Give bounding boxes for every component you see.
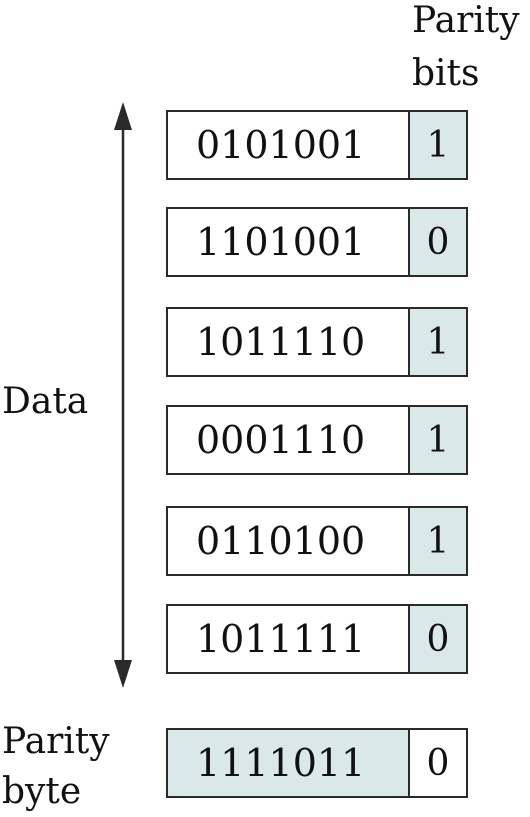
data-row: 0101001 1 — [166, 110, 468, 180]
parity-byte-label-line-2: byte — [2, 771, 82, 812]
parity-bit: 1 — [408, 407, 466, 473]
double-headed-arrow-icon — [114, 102, 132, 688]
data-row: 0110100 1 — [166, 506, 468, 576]
parity-bits-header-line-1: Parity — [412, 0, 520, 41]
parity-byte-row: 1111011 0 — [166, 728, 468, 798]
data-bits: 0001110 — [196, 418, 366, 462]
parity-byte-bits: 1111011 — [196, 741, 366, 785]
parity-byte-label-line-1: Parity — [2, 721, 110, 762]
data-bits: 1101001 — [196, 220, 366, 264]
data-row: 1101001 0 — [166, 207, 468, 277]
parity-bit: 0 — [408, 209, 466, 275]
data-label: Data — [2, 381, 89, 422]
data-bits: 1011111 — [196, 617, 366, 661]
parity-bit: 1 — [408, 508, 466, 574]
parity-bit: 0 — [408, 606, 466, 672]
data-bits: 1011110 — [196, 320, 366, 364]
data-row: 0001110 1 — [166, 405, 468, 475]
data-bits: 0110100 — [196, 519, 366, 563]
parity-bit: 1 — [408, 112, 466, 178]
parity-bits-header-line-2: bits — [412, 53, 480, 94]
data-row: 1011110 1 — [166, 307, 468, 377]
data-row: 1011111 0 — [166, 604, 468, 674]
data-bits: 0101001 — [196, 123, 366, 167]
parity-byte-parity-bit: 0 — [408, 730, 466, 796]
parity-bit: 1 — [408, 309, 466, 375]
